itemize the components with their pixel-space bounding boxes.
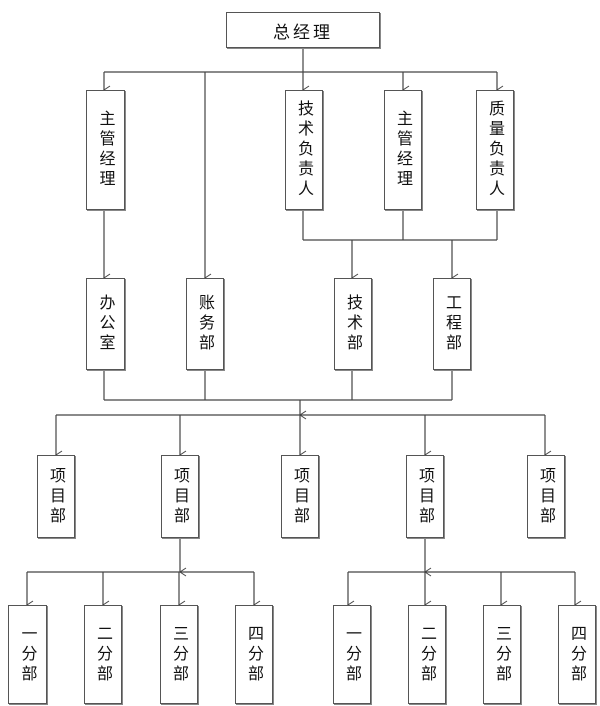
node-label: 总经理	[273, 22, 333, 43]
node-label: 项目部	[47, 466, 66, 527]
node-label: 项目部	[171, 466, 190, 527]
node-label: 一分部	[343, 624, 362, 685]
node-label: 三分部	[493, 624, 512, 685]
node-label: 项目部	[537, 466, 556, 527]
node-project-dept-2: 项目部	[161, 455, 199, 538]
node-label: 二分部	[94, 624, 113, 685]
node-branch-left-2: 二分部	[84, 605, 122, 704]
node-branch-right-4: 四分部	[558, 605, 596, 704]
node-branch-left-4: 四分部	[235, 605, 273, 704]
node-branch-right-3: 三分部	[483, 605, 521, 704]
node-label: 技术部	[344, 294, 363, 354]
node-quality-lead: 质量负责人	[476, 90, 514, 210]
node-branch-right-1: 一分部	[333, 605, 371, 704]
node-label: 主管经理	[96, 110, 116, 190]
node-office: 办公室	[86, 278, 125, 370]
node-branch-left-3: 三分部	[160, 605, 198, 704]
node-label: 一分部	[18, 624, 38, 685]
node-label: 项目部	[416, 466, 435, 527]
node-project-dept-3: 项目部	[281, 455, 319, 538]
node-label: 办公室	[96, 294, 116, 354]
node-project-dept-4: 项目部	[406, 455, 444, 538]
node-project-dept-5: 项目部	[527, 455, 565, 538]
node-accounts-dept: 账务部	[186, 278, 224, 370]
node-technical-lead: 技术负责人	[285, 90, 323, 210]
node-supervising-manager-2: 主管经理	[384, 90, 422, 210]
node-supervising-manager-1: 主管经理	[86, 90, 125, 210]
node-engineering-dept: 工程部	[433, 278, 471, 370]
node-branch-right-2: 二分部	[408, 605, 446, 704]
node-technical-dept: 技术部	[334, 278, 372, 370]
node-label: 主管经理	[394, 110, 413, 190]
node-label: 技术负责人	[295, 100, 314, 200]
node-project-dept-1: 项目部	[37, 455, 75, 538]
node-label: 四分部	[245, 624, 264, 685]
node-label: 四分部	[568, 624, 587, 685]
node-general-manager: 总经理	[226, 12, 380, 48]
node-label: 账务部	[196, 294, 215, 354]
node-branch-left-1: 一分部	[8, 605, 47, 704]
node-label: 工程部	[443, 294, 462, 354]
node-label: 三分部	[170, 624, 189, 685]
node-label: 质量负责人	[486, 100, 505, 200]
node-label: 项目部	[291, 466, 310, 527]
node-label: 二分部	[418, 624, 437, 685]
